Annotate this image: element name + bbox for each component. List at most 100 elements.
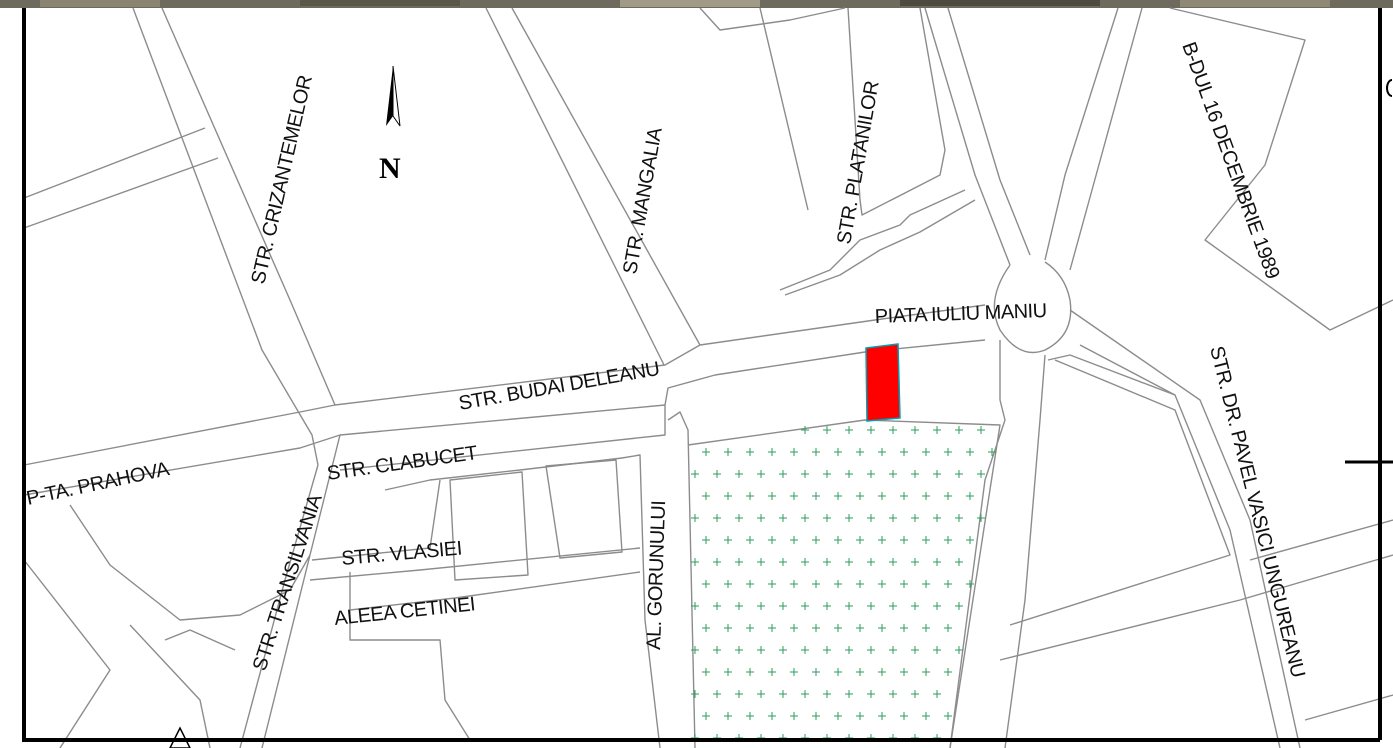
green-area-cross xyxy=(900,712,908,720)
road-outline xyxy=(545,459,623,559)
green-area-cross xyxy=(702,492,710,500)
green-area-cross xyxy=(823,558,831,566)
green-area-cross xyxy=(790,580,798,588)
green-area-cross xyxy=(834,448,842,456)
green-area-cross xyxy=(867,514,875,522)
green-area-cross xyxy=(856,536,864,544)
green-area-cross xyxy=(790,668,798,676)
green-area-cross xyxy=(779,602,787,610)
green-area-cross xyxy=(757,602,765,610)
green-area-cross xyxy=(933,646,941,654)
green-area-cross xyxy=(823,646,831,654)
green-area-cross xyxy=(790,492,798,500)
green-area-cross xyxy=(790,712,798,720)
green-area-cross xyxy=(801,470,809,478)
road-outline xyxy=(164,629,236,651)
road-outline xyxy=(23,559,111,748)
green-area-cross xyxy=(779,646,787,654)
green-area-cross xyxy=(713,646,721,654)
road-outline xyxy=(349,572,471,741)
green-area-cross xyxy=(779,558,787,566)
green-area-cross xyxy=(735,514,743,522)
green-area-cross xyxy=(878,492,886,500)
road-outline xyxy=(779,189,966,291)
green-area-cross xyxy=(856,448,864,456)
green-area-cross xyxy=(878,536,886,544)
green-area-cross xyxy=(977,470,985,478)
green-area-cross xyxy=(768,668,776,676)
green-area-cross xyxy=(845,470,853,478)
street-label-vlasiei: STR. VLASIEI xyxy=(341,538,463,570)
green-area-cross xyxy=(757,470,765,478)
road-outline xyxy=(1249,519,1393,561)
green-area-cross xyxy=(977,426,985,434)
green-area-cross xyxy=(955,558,963,566)
road-outline xyxy=(1047,354,1176,396)
green-area-cross xyxy=(933,558,941,566)
green-area-cross xyxy=(746,536,754,544)
road-outline xyxy=(621,454,661,748)
green-area-cross xyxy=(856,492,864,500)
green-area-cross xyxy=(702,668,710,676)
green-area-cross xyxy=(922,580,930,588)
green-area-cross xyxy=(691,690,699,698)
green-area-cross xyxy=(944,712,952,720)
green-area-cross xyxy=(955,646,963,654)
green-area-cross xyxy=(966,536,974,544)
green-area-cross xyxy=(746,580,754,588)
green-area-cross xyxy=(955,602,963,610)
green-area-cross xyxy=(867,602,875,610)
road-outline xyxy=(132,7,319,466)
green-area-cross xyxy=(812,712,820,720)
green-area-cross xyxy=(911,602,919,610)
green-area-cross xyxy=(746,712,754,720)
road-outline xyxy=(449,471,529,581)
green-area-cross xyxy=(801,602,809,610)
green-area-cross xyxy=(724,580,732,588)
green-area-cross xyxy=(856,580,864,588)
green-area-cross xyxy=(702,536,710,544)
green-area-cross xyxy=(845,690,853,698)
green-area-cross xyxy=(856,712,864,720)
green-area-cross xyxy=(724,536,732,544)
road-outline xyxy=(999,554,1393,661)
green-area-cross xyxy=(845,646,853,654)
green-area-cross xyxy=(966,492,974,500)
green-area-cross xyxy=(966,580,974,588)
green-area-cross xyxy=(834,668,842,676)
green-area-cross xyxy=(878,712,886,720)
road-outline xyxy=(847,7,946,216)
green-area-cross xyxy=(834,492,842,500)
green-area-cross xyxy=(702,580,710,588)
green-area-cross xyxy=(867,646,875,654)
road-outline xyxy=(949,340,1006,748)
road-outline xyxy=(339,405,666,471)
green-area-cross xyxy=(856,668,864,676)
street-label-prahova: P-TA. PRAHOVA xyxy=(24,458,172,510)
green-area-cross xyxy=(867,470,875,478)
highlighted-plot xyxy=(865,343,901,422)
aerial-photo-strip xyxy=(0,0,1393,8)
green-area-cross xyxy=(735,558,743,566)
green-area-cross xyxy=(801,514,809,522)
green-area-cross xyxy=(944,536,952,544)
green-area-cross xyxy=(823,602,831,610)
green-area-cross xyxy=(735,690,743,698)
green-area-cross xyxy=(933,426,941,434)
green-area-cross xyxy=(889,690,897,698)
green-area-cross xyxy=(933,470,941,478)
road-outline xyxy=(261,434,341,748)
green-area-cross xyxy=(691,514,699,522)
green-area-cross xyxy=(933,690,941,698)
green-area-cross xyxy=(889,514,897,522)
road-outline xyxy=(784,199,976,296)
green-area-cross xyxy=(801,690,809,698)
green-area-cross xyxy=(768,580,776,588)
road-outline xyxy=(1044,7,1119,261)
street-label-mangalia: STR. MANGALIA xyxy=(619,125,667,276)
green-area-cross xyxy=(812,668,820,676)
green-area-cross xyxy=(691,558,699,566)
green-area-cross xyxy=(768,624,776,632)
green-area-cross xyxy=(889,646,897,654)
green-area-cross xyxy=(955,514,963,522)
